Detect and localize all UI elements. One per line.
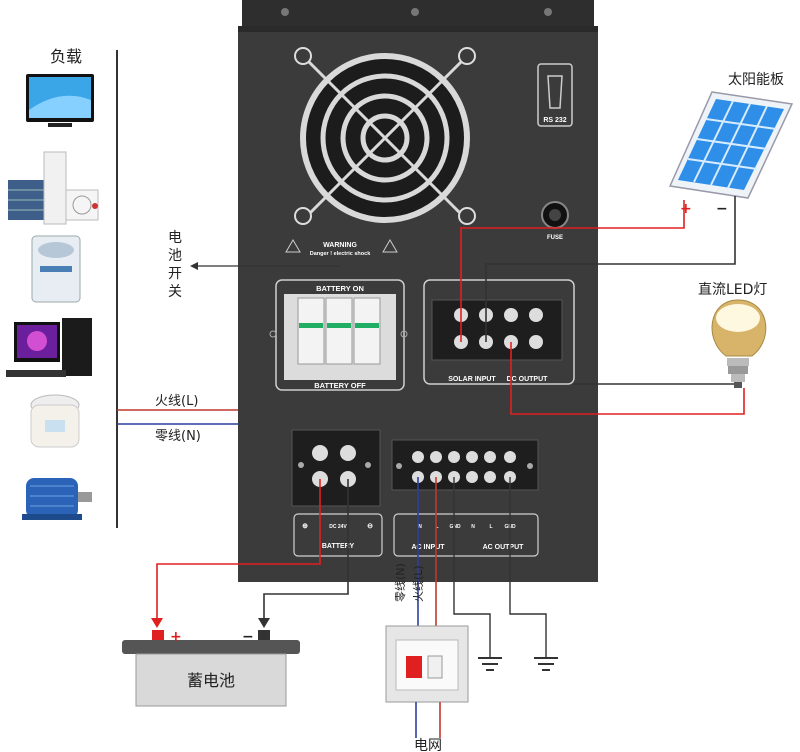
solar-minus-label: −: [716, 201, 728, 217]
battery-off-label: BATTERY OFF: [314, 381, 366, 390]
fuse-label: FUSE: [547, 235, 563, 241]
solar-panel-label: 太阳能板: [728, 72, 784, 88]
ac-in-n: N: [418, 524, 422, 530]
battery-plus-symbol: ⊕: [302, 523, 308, 530]
solar-input-label: SOLAR INPUT: [448, 376, 496, 383]
battery-positive-wire: [156, 479, 321, 626]
ac-output-label: AC OUTPUT: [483, 544, 525, 551]
battery-switch-panel[interactable]: BATTERY ON BATTERY OFF: [269, 279, 408, 391]
solar-plus-label: +: [680, 201, 692, 217]
ac-out-l: L: [489, 524, 492, 530]
battery-switch-char-4: 关: [168, 284, 182, 300]
ac-in-l: L: [435, 524, 438, 530]
battery-switch-char-1: 电: [168, 230, 182, 246]
rs232-label: RS 232: [543, 117, 566, 124]
ground-symbol-icon: [478, 657, 502, 671]
rs232-port-icon[interactable]: RS 232: [537, 63, 573, 127]
led-positive-wire: [510, 342, 745, 415]
battery-minus-symbol: ⊖: [367, 523, 373, 530]
ac-out-n: N: [471, 524, 475, 530]
battery-positive-arrowhead: [151, 618, 163, 628]
warning-text: Danger ! electric shock: [310, 251, 371, 257]
washing-machine-load-icon: [31, 235, 81, 303]
loads-title: 负载: [50, 47, 82, 66]
battery-minus-label: −: [242, 629, 254, 645]
battery-on-label: BATTERY ON: [316, 284, 364, 293]
ground-wire-ac-output: [509, 477, 547, 658]
led-bulb-icon: [711, 299, 767, 388]
air-conditioner-load-icon: [8, 151, 99, 225]
solar-dc-terminal-panel: SOLAR INPUT DC OUTPUT: [423, 279, 575, 385]
battery-plus-label: +: [170, 629, 182, 645]
battery-dc-voltage: DC 24V: [329, 524, 347, 530]
solar-negative-wire: [485, 196, 736, 342]
dc-output-label: DC OUTPUT: [507, 376, 549, 383]
circuit-breaker-box-icon: [385, 625, 469, 703]
warning-title: WARNING: [323, 242, 357, 249]
neutral-wire-label: 零线(N): [155, 429, 201, 444]
breaker-neutral-label: 零线(N): [393, 563, 407, 602]
electric-motor-load-icon: [22, 478, 92, 520]
ground-wire-ac-input: [453, 477, 491, 658]
fuse-icon[interactable]: FUSE: [541, 201, 569, 241]
battery-switch-char-2: 池: [168, 248, 182, 264]
live-wire-label: 火线(L): [155, 394, 198, 409]
solar-panel-icon: [668, 91, 794, 199]
battery-switch-arrowhead: [190, 262, 198, 270]
computer-load-icon: [6, 318, 92, 377]
battery-negative-arrowhead: [258, 618, 270, 628]
solar-positive-wire: [460, 200, 685, 342]
warning-label: WARNING Danger ! electric shock: [285, 239, 398, 257]
dc-led-label: 直流LED灯: [698, 281, 767, 298]
battery-switch-char-3: 开: [168, 266, 182, 282]
rice-cooker-load-icon: [30, 394, 80, 448]
ground-symbol-icon: [534, 657, 558, 671]
ac-terminal-panel: N L GND N L GND AC INPUT AC OUTPUT: [391, 439, 539, 557]
storage-battery-icon: [122, 630, 300, 707]
ac-input-label: AC INPUT: [411, 544, 445, 551]
breaker-live-label: 火线(L): [411, 565, 425, 602]
storage-battery-label: 蓄电池: [187, 671, 235, 690]
battery-terminal-panel: ⊕ DC 24V ⊖ BATTERY: [291, 429, 383, 557]
tv-load-icon: [26, 74, 94, 127]
cooling-fan-icon: [294, 47, 476, 225]
grid-label: 电网: [414, 738, 442, 752]
battery-panel-label: BATTERY: [322, 543, 355, 550]
battery-negative-wire: [263, 479, 349, 626]
ac-in-gnd: GND: [449, 524, 461, 530]
